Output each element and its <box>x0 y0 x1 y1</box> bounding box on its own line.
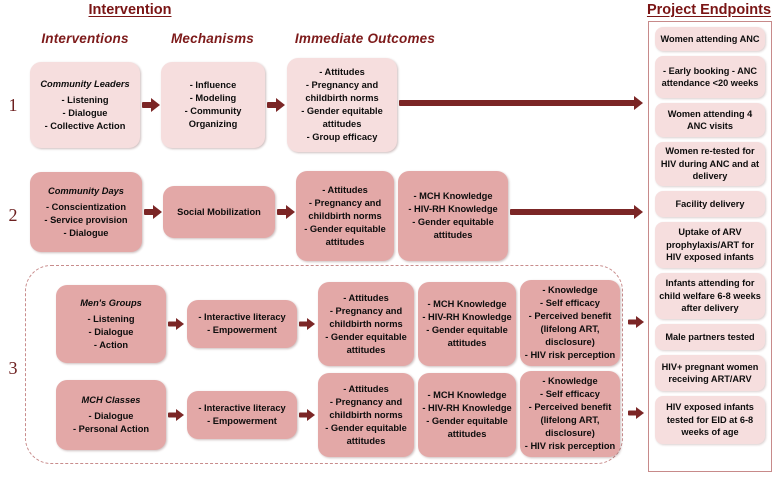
box-perception-3b[interactable]: - Knowledge - Self efficacy - Perceived … <box>520 371 620 457</box>
box-title: Men's Groups <box>80 297 142 308</box>
box-item: - Gender equitable attitudes <box>426 325 508 348</box>
column-heading-immediate-outcomes: Immediate Outcomes <box>294 31 436 46</box>
box-item: - Gender equitable attitudes <box>325 331 407 355</box>
row-number-1: 1 <box>8 95 18 115</box>
box-item: - Perceived benefit (lifelong ART, discl… <box>528 402 612 438</box>
box-perception-3a[interactable]: - Knowledge - Self efficacy - Perceived … <box>520 280 620 366</box>
column-heading-interventions: Interventions <box>41 31 129 46</box>
box-item: - HIV-RH Knowledge <box>422 312 512 322</box>
box-item: - Perceived benefit (lifelong ART, discl… <box>528 311 612 347</box>
box-item: - Pregnancy and childbirth norms <box>329 396 403 420</box>
endpoint-male-partners-tested[interactable]: Male partners tested <box>655 324 765 350</box>
box-item: - Attitudes <box>319 67 365 77</box>
box-item: - Pregnancy and childbirth norms <box>308 197 382 221</box>
endpoint-facility-delivery[interactable]: Facility delivery <box>655 191 765 217</box>
project-endpoints-frame <box>648 21 772 472</box>
box-knowledge-2[interactable]: - MCH Knowledge - HIV-RH Knowledge - Gen… <box>398 171 508 261</box>
box-item: - MCH Knowledge <box>413 191 493 201</box>
box-item: - Attitudes <box>322 184 368 195</box>
box-knowledge-3b[interactable]: - MCH Knowledge - HIV-RH Knowledge - Gen… <box>418 373 516 457</box>
box-title: Community Leaders <box>40 78 130 89</box>
box-item: - Attitudes <box>343 383 389 394</box>
box-mechanisms-3a[interactable]: - Interactive literacy - Empowerment <box>187 300 297 348</box>
box-item: - Listening <box>61 94 109 105</box>
box-item: - Pregnancy and childbirth norms <box>329 305 403 329</box>
box-item: - Influence <box>189 80 237 90</box>
box-item: - Group efficacy <box>306 132 378 142</box>
box-item: - Gender equitable attitudes <box>301 106 383 129</box>
box-item: - Modeling <box>189 93 237 103</box>
box-item: - Dialogue <box>62 107 108 118</box>
box-item: - Empowerment <box>207 325 277 335</box>
box-mch-classes[interactable]: MCH Classes - Dialogue - Personal Action <box>56 380 166 450</box>
box-item: - Personal Action <box>72 424 150 434</box>
box-item: - Dialogue <box>63 227 109 238</box>
endpoint-infants-attending-child-welfare[interactable]: Infants attending for child welfare 6-8 … <box>655 273 765 319</box>
box-item: - Collective Action <box>44 120 126 131</box>
box-item: - Interactive literacy <box>198 403 286 413</box>
heading-project-endpoints: Project Endpoints <box>646 2 772 18</box>
box-item: - HIV risk perception <box>524 441 616 451</box>
endpoint-women-retested-for-hiv[interactable]: Women re-tested for HIV during ANC and a… <box>655 142 765 186</box>
box-mechanisms-3b[interactable]: - Interactive literacy - Empowerment <box>187 391 297 439</box>
box-item: - Attitudes <box>343 292 389 303</box>
box-outcomes-1[interactable]: - Attitudes - Pregnancy and childbirth n… <box>287 58 397 152</box>
box-item: - MCH Knowledge <box>427 299 507 309</box>
endpoint-women-attending-anc[interactable]: Women attending ANC <box>655 27 765 51</box>
box-item: - Service provision <box>44 214 128 225</box>
box-item: - Empowerment <box>207 416 277 426</box>
box-item: - Pregnancy and childbirth norms <box>305 80 379 103</box>
box-item: - Gender equitable attitudes <box>412 217 494 240</box>
box-community-days[interactable]: Community Days - Conscientization - Serv… <box>30 172 142 252</box>
box-outcomes-2[interactable]: - Attitudes - Pregnancy and childbirth n… <box>296 171 394 261</box>
box-item: Social Mobilization <box>177 206 261 217</box>
endpoint-hiv-exposed-infants-eid[interactable]: HIV exposed infants tested for EID at 6-… <box>655 396 765 444</box>
box-item: - MCH Knowledge <box>427 390 507 400</box>
endpoint-early-booking[interactable]: - Early booking - ANC attendance <20 wee… <box>655 56 765 98</box>
box-item: - Interactive literacy <box>198 312 286 322</box>
box-outcomes-3b[interactable]: - Attitudes - Pregnancy and childbirth n… <box>318 373 414 457</box>
box-item: - Dialogue <box>88 411 134 421</box>
box-item: - Self efficacy <box>540 389 600 399</box>
box-item: - Knowledge <box>542 376 598 386</box>
row-number-2: 2 <box>8 205 18 225</box>
box-item: - HIV-RH Knowledge <box>422 403 512 413</box>
box-community-leaders[interactable]: Community Leaders - Listening - Dialogue… <box>30 62 140 148</box>
endpoint-women-attending-4-anc-visits[interactable]: Women attending 4 ANC visits <box>655 103 765 137</box>
box-mechanisms-1[interactable]: - Influence - Modeling - Community Organ… <box>161 62 265 148</box>
row-number-3: 3 <box>8 358 18 378</box>
box-item: - Gender equitable attitudes <box>426 416 508 439</box>
box-item: - Conscientization <box>45 201 127 212</box>
box-item: - Community Organizing <box>184 106 242 129</box>
heading-intervention: Intervention <box>88 2 172 18</box>
box-item: - HIV-RH Knowledge <box>408 204 498 214</box>
box-item: - HIV risk perception <box>524 350 616 360</box>
box-item: - Gender equitable attitudes <box>304 223 386 247</box>
box-mens-groups[interactable]: Men's Groups - Listening - Dialogue - Ac… <box>56 285 166 363</box>
endpoint-uptake-of-arv-prophylaxis[interactable]: Uptake of ARV prophylaxis/ART for HIV ex… <box>655 222 765 268</box>
endpoint-hiv-positive-pregnant-women[interactable]: HIV+ pregnant women receiving ART/ARV <box>655 355 765 391</box>
box-knowledge-3a[interactable]: - MCH Knowledge - HIV-RH Knowledge - Gen… <box>418 282 516 366</box>
box-item: - Self efficacy <box>540 298 600 308</box>
box-social-mobilization[interactable]: Social Mobilization <box>163 186 275 238</box>
box-item: - Knowledge <box>542 285 598 295</box>
box-item: - Gender equitable attitudes <box>325 422 407 446</box>
column-heading-mechanisms: Mechanisms <box>170 31 255 46</box>
box-item: - Action <box>93 339 129 350</box>
box-item: - Listening <box>87 313 135 324</box>
box-item: - Dialogue <box>88 326 134 337</box>
box-title: Community Days <box>48 185 124 196</box>
box-outcomes-3a[interactable]: - Attitudes - Pregnancy and childbirth n… <box>318 282 414 366</box>
box-title: MCH Classes <box>81 395 141 405</box>
